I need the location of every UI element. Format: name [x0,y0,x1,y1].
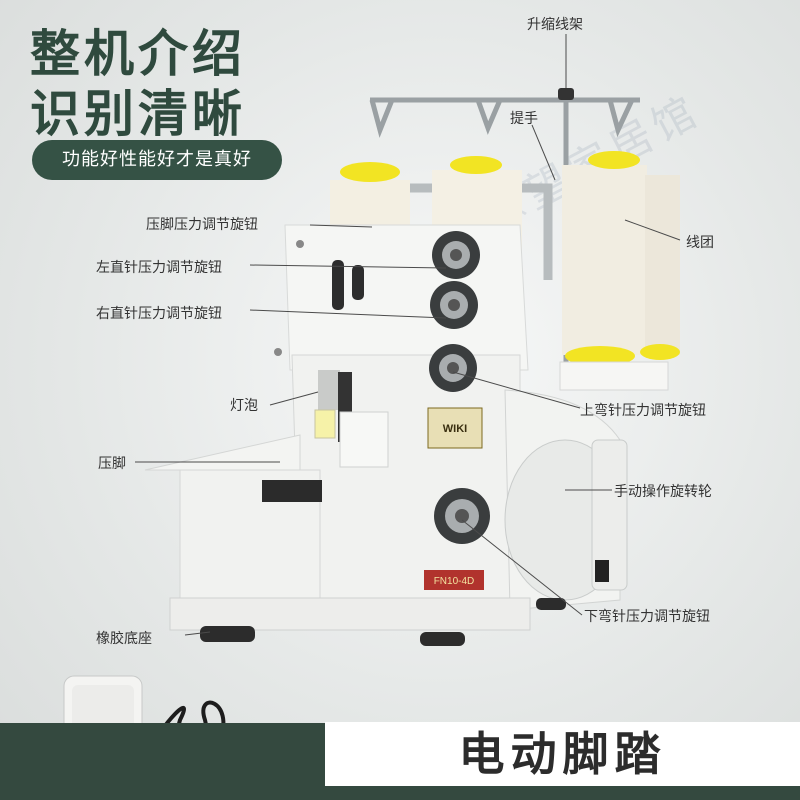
label-bulb: 灯泡 [230,398,258,414]
label-thread-stand: 升缩线架 [527,17,583,33]
headline-line-2: 识别清晰 [30,85,246,143]
tension-knobs [429,231,490,544]
stand-knob [558,88,574,100]
brand-plate-text: WIKI [443,423,467,435]
brand-plate [427,407,483,449]
label-handwheel: 手动操作旋转轮 [614,484,712,500]
label-upper-looper-knob: 上弯针压力调节旋钮 [580,403,706,419]
pedal-title: 电动脚踏 [325,722,800,786]
label-thread-spool: 线团 [686,235,714,251]
label-presser-foot: 压脚 [98,456,126,472]
model-plate-text: FN10-4D [434,576,475,587]
machine-body [144,224,628,646]
callout-lines [135,34,681,636]
label-presser-knob: 压脚压力调节旋钮 [146,217,258,233]
label-right-needle-knob: 右直针压力调节旋钮 [96,306,222,322]
tagline-pill: 功能好性能好才是真好 [32,140,282,180]
label-handle: 提手 [510,111,538,127]
label-left-needle-knob: 左直针压力调节旋钮 [96,260,222,276]
model-plate [424,570,484,590]
label-rubber-base: 橡胶底座 [96,631,152,647]
label-lower-looper-knob: 下弯针压力调节旋钮 [584,609,710,625]
headline-line-1: 整机介绍 [30,25,246,83]
